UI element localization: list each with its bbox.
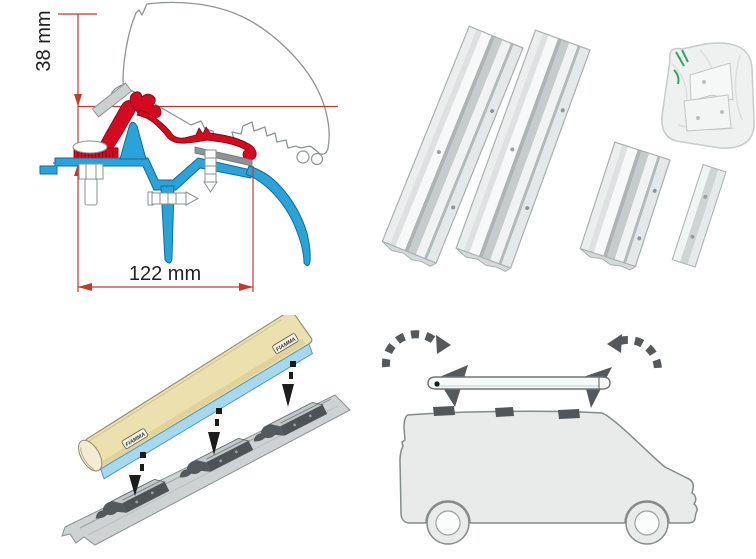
roll-arc-tip-icon bbox=[436, 335, 451, 354]
adapter-rail-short bbox=[579, 141, 671, 271]
bag-bracket bbox=[683, 94, 732, 132]
kit-photo-panel bbox=[381, 25, 755, 272]
wheel bbox=[625, 501, 669, 545]
van-body bbox=[399, 410, 698, 524]
bolt bbox=[72, 140, 108, 206]
outline-squiggle bbox=[296, 150, 310, 164]
case-end-cap bbox=[78, 439, 103, 472]
down-arrow-icon bbox=[282, 361, 296, 407]
dim-label-38mm: 38 mm bbox=[33, 10, 55, 71]
outline-squiggle bbox=[310, 152, 324, 166]
down-arrow-icon bbox=[208, 408, 222, 455]
wheel bbox=[426, 501, 470, 545]
bar-end-dot bbox=[434, 381, 440, 387]
roll-direction-arc-icon bbox=[618, 335, 663, 371]
arrow-down-icon bbox=[74, 94, 82, 107]
lead-rail-blue bbox=[100, 343, 313, 480]
arrow-right-icon bbox=[239, 283, 253, 291]
van-illustration-panel bbox=[381, 330, 698, 545]
down-arrow-icon bbox=[129, 452, 146, 496]
roof-bracket bbox=[495, 407, 514, 417]
hardware-bag bbox=[661, 42, 755, 149]
van-body-outline bbox=[110, 1, 330, 155]
screw bbox=[147, 191, 200, 206]
mounting-plate-gray bbox=[91, 82, 133, 118]
adapter-bracket bbox=[253, 401, 328, 442]
adapter-bracket bbox=[179, 437, 254, 478]
adapter-rail-long-1 bbox=[381, 25, 524, 267]
adapter-rail-long-2 bbox=[455, 29, 591, 272]
adapter-bracket bbox=[95, 478, 170, 519]
bag-tie-green bbox=[673, 49, 689, 85]
dimension-122mm bbox=[78, 166, 254, 292]
awning-logo-badge bbox=[121, 428, 148, 449]
roll-arc-tip-icon bbox=[607, 334, 622, 353]
roll-direction-arc-icon bbox=[381, 330, 439, 368]
cross-section-panel: 38 mm 122 mm bbox=[33, 1, 338, 292]
knurl-lines bbox=[77, 151, 114, 161]
screw bbox=[203, 149, 218, 193]
dim-label-122mm: 122 mm bbox=[129, 263, 201, 285]
awning-roll-bar bbox=[427, 376, 611, 390]
adapter-rail-edge bbox=[671, 163, 727, 268]
arrow-left-icon bbox=[78, 283, 92, 291]
awning-case: FIAMMA FIAMMA bbox=[78, 315, 313, 480]
roof-bracket bbox=[433, 406, 455, 416]
awning-logo-badge bbox=[272, 333, 299, 354]
mounting-illustration-panel: FIAMMA FIAMMA bbox=[61, 315, 351, 546]
roof-bracket bbox=[558, 409, 580, 419]
